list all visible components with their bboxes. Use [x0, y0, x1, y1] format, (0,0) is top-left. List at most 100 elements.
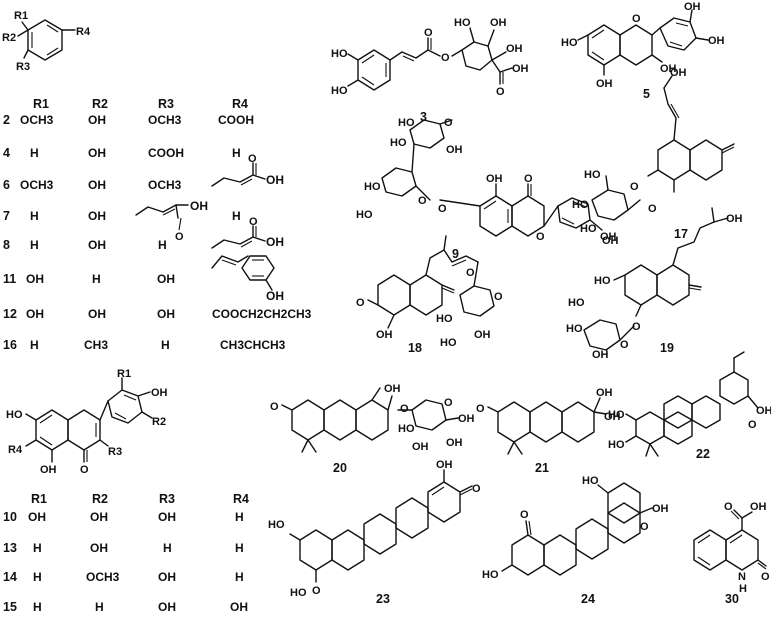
atom-label: HO: [566, 323, 583, 335]
top-header-r4: R4: [232, 97, 248, 111]
compound-number: 11: [3, 272, 16, 286]
atom-label: HO: [436, 313, 453, 325]
atom-label: HO: [440, 337, 457, 349]
table-cell: H: [30, 209, 39, 223]
table-cell: H: [30, 338, 39, 352]
table-cell: H: [30, 238, 39, 252]
atom-label: OH: [726, 213, 743, 225]
carbonyl-oxygen-label: O: [249, 216, 258, 228]
table-cell: H: [92, 272, 101, 286]
table-cell: COOH: [148, 146, 184, 160]
table-cell: OH: [90, 541, 108, 555]
compound-24-structure: HO O HO OH O 24: [482, 475, 669, 606]
atom-label: O: [632, 13, 641, 25]
top-header-r3: R3: [158, 97, 174, 111]
table-cell: OH: [190, 199, 208, 213]
atom-label: OH: [708, 35, 725, 47]
compound-18-structure: O OH O O HO HO OH 18: [356, 235, 503, 355]
table-cell: OH: [88, 238, 106, 252]
atom-label: O: [620, 339, 629, 351]
atom-label: OH: [512, 63, 529, 75]
table-cell: OH: [26, 272, 44, 286]
table-cell: H: [33, 570, 42, 584]
atom-label: O: [476, 403, 485, 415]
atom-label: OH: [652, 503, 669, 515]
bottom-header-r2: R2: [92, 492, 108, 506]
atom-label: N: [738, 571, 746, 583]
table-cell: OH: [266, 289, 284, 303]
atom-label: HO: [580, 223, 597, 235]
table-cell: H: [235, 570, 244, 584]
butenoic-acid-substituent-row6: O OH: [211, 153, 284, 187]
atom-label: H: [739, 583, 747, 595]
atom-label: O: [312, 585, 321, 597]
compound-number: 10: [3, 510, 17, 524]
compound-23-structure: OH O HO HO O 23: [268, 459, 481, 606]
bottom-substituent-table: R1 R2 R3 R4 10 OH OH OH H 13 H OH H H 14…: [3, 492, 249, 614]
flavone-core-structure: R1 OH R2 HO R4 OH O R3: [6, 368, 168, 476]
atom-label: OH: [506, 43, 523, 55]
compound-number: 14: [3, 570, 17, 584]
atom-label: OH: [684, 1, 701, 13]
butenoic-acid-substituent-row8: O OH: [211, 216, 284, 249]
table-cell: H: [95, 600, 104, 614]
benzene-core-structure: R1 R2 R3 R4: [2, 10, 91, 73]
compound-label: 3: [420, 110, 427, 124]
carbonyl-oxygen-label: O: [175, 231, 184, 243]
atom-label: HO: [454, 17, 471, 29]
atom-label: HO: [568, 297, 585, 309]
atom-label: OH: [756, 405, 771, 417]
table-cell: OCH3: [148, 178, 182, 192]
table-cell: OCH3: [20, 113, 54, 127]
compound-label: 9: [452, 247, 459, 261]
atom-label: O: [466, 267, 475, 279]
flavone-r3-label: R3: [108, 446, 122, 458]
compound-21-structure: O OH OH 21: [476, 387, 621, 475]
table-cell: H: [232, 146, 241, 160]
compound-number: 8: [3, 238, 10, 252]
atom-label: O: [444, 397, 453, 409]
table-cell: OH: [158, 510, 176, 524]
hydroxystyryl-substituent-row11: OH: [211, 255, 284, 303]
table-cell: OH: [157, 307, 175, 321]
atom-label: OH: [446, 437, 463, 449]
atom-label: HO: [608, 409, 625, 421]
table-cell: H: [33, 541, 42, 555]
compound-3-structure: HO HO O O HO OH OH OH O 3: [331, 17, 529, 124]
compound-label: 21: [535, 461, 549, 475]
atom-label: O: [472, 483, 481, 495]
atom-label: HO: [582, 475, 599, 487]
compound-label: 5: [643, 87, 650, 101]
table-cell: H: [163, 541, 172, 555]
atom-label: HO: [268, 519, 285, 531]
atom-label: OH: [602, 235, 619, 247]
table-cell: OH: [158, 600, 176, 614]
atom-label: OH: [384, 383, 401, 395]
compound-number: 6: [3, 178, 10, 192]
compound-label: 20: [333, 461, 347, 475]
table-cell: OH: [88, 209, 106, 223]
table-cell: OH: [28, 510, 46, 524]
atom-label: O: [640, 521, 649, 533]
atom-label: O: [444, 117, 453, 129]
table-cell: H: [161, 338, 170, 352]
atom-label: O: [494, 291, 503, 303]
table-cell: OH: [266, 173, 284, 187]
atom-label: OH: [670, 67, 687, 79]
atom-label: OH: [596, 387, 613, 399]
atom-label: HO: [561, 37, 578, 49]
compound-number: 2: [3, 113, 10, 127]
table-cell: COOCH2CH2CH3: [212, 307, 312, 321]
table-cell: H: [235, 510, 244, 524]
table-cell: OH: [88, 307, 106, 321]
atom-label: OH: [596, 78, 613, 90]
compound-19-structure: OH HO HO O O HO OH 19: [566, 207, 743, 361]
atom-label: HO: [290, 587, 307, 599]
table-cell: CH3CHCH3: [220, 338, 286, 352]
atom-label: OH: [750, 501, 767, 513]
atom-label: HO: [398, 423, 415, 435]
atom-label: OH: [490, 17, 507, 29]
butenoic-acid-substituent-row7: OH O: [135, 199, 208, 243]
table-cell: OH: [266, 235, 284, 249]
table-cell: OH: [88, 178, 106, 192]
